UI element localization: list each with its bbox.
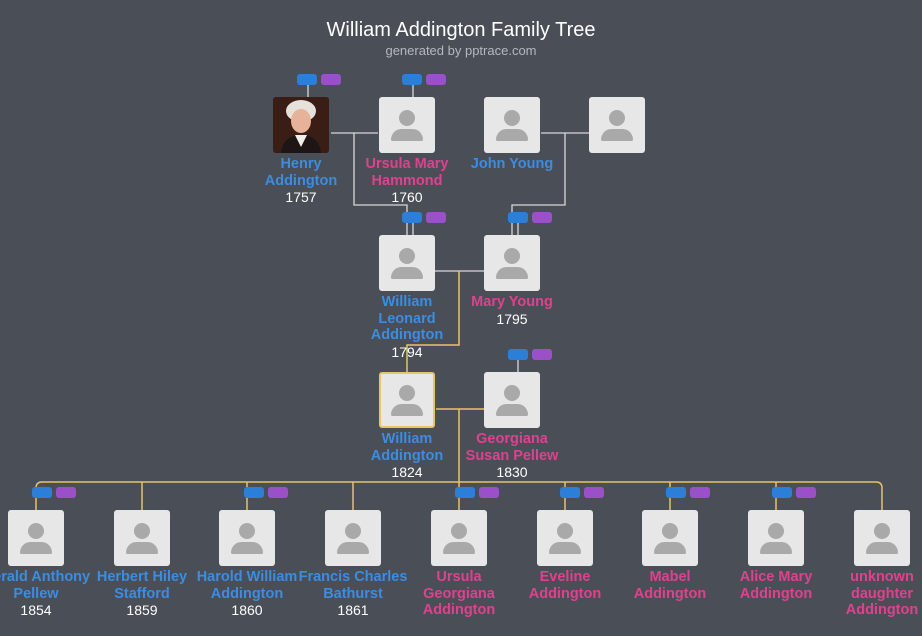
person-silhouette-icon[interactable]: [379, 97, 435, 153]
father-badge-icon[interactable]: [244, 487, 264, 498]
person-name: John Young: [470, 156, 554, 172]
child-node[interactable]: Eveline Addington: [510, 510, 620, 602]
person-name: William Addington: [370, 431, 444, 464]
person-georgiana-susan-pellew[interactable]: Georgiana Susan Pellew 1830: [457, 372, 567, 480]
parent-badges[interactable]: [32, 487, 78, 498]
person-silhouette-icon[interactable]: [484, 97, 540, 153]
portrait-icon: [273, 97, 329, 153]
person-year: 1860: [231, 602, 263, 618]
father-badge-icon[interactable]: [772, 487, 792, 498]
mother-badge-icon[interactable]: [690, 487, 710, 498]
child-node[interactable]: Ursula Georgiana Addington: [404, 510, 514, 619]
person-name: Mabel Addington: [633, 569, 707, 602]
person-silhouette-icon[interactable]: [379, 235, 435, 291]
person-silhouette-icon[interactable]: [589, 97, 645, 153]
child-node[interactable]: Harold William Addington 1860: [192, 510, 302, 618]
parent-badges[interactable]: [297, 74, 343, 85]
father-badge-icon[interactable]: [508, 349, 528, 360]
father-badge-icon[interactable]: [32, 487, 52, 498]
child-node[interactable]: Herbert Hiley Stafford 1859: [87, 510, 197, 618]
father-badge-icon[interactable]: [402, 74, 422, 85]
parent-badges[interactable]: [402, 74, 448, 85]
parent-badges[interactable]: [772, 487, 818, 498]
person-silhouette-icon[interactable]: [484, 372, 540, 428]
person-year: 1760: [391, 189, 423, 205]
person-mary-young[interactable]: Mary Young 1795: [457, 235, 567, 327]
person-john-young-spouse[interactable]: [562, 97, 672, 153]
person-silhouette-icon[interactable]: [642, 510, 698, 566]
person-year: 1794: [391, 343, 423, 360]
parent-badges[interactable]: [244, 487, 290, 498]
father-badge-icon[interactable]: [455, 487, 475, 498]
mother-badge-icon[interactable]: [532, 349, 552, 360]
child-node[interactable]: unknown daughter Addington: [827, 510, 922, 619]
person-silhouette-icon[interactable]: [484, 235, 540, 291]
person-name: Francis Charles Bathurst: [298, 569, 408, 602]
person-year: 1854: [20, 602, 52, 618]
parent-badges[interactable]: [560, 487, 606, 498]
person-year: 1824: [391, 464, 423, 480]
mother-badge-icon[interactable]: [426, 74, 446, 85]
person-year: 1795: [496, 310, 528, 327]
parent-badges[interactable]: [666, 487, 712, 498]
person-year: 1859: [126, 602, 158, 618]
father-badge-icon[interactable]: [560, 487, 580, 498]
child-node[interactable]: Mabel Addington: [615, 510, 725, 602]
person-name: Eveline Addington: [528, 569, 602, 602]
badge-stems: [307, 84, 519, 373]
person-silhouette-icon[interactable]: [854, 510, 910, 566]
page-subtitle: generated by pptrace.com: [385, 43, 537, 58]
father-badge-icon[interactable]: [508, 212, 528, 223]
person-name: Mary Young: [471, 294, 553, 310]
parent-badges[interactable]: [508, 349, 554, 360]
person-silhouette-icon[interactable]: [748, 510, 804, 566]
person-silhouette-icon[interactable]: [8, 510, 64, 566]
person-name: Ursula Georgiana Addington: [422, 569, 496, 618]
mother-badge-icon[interactable]: [426, 212, 446, 223]
person-name: Georgiana Susan Pellew: [465, 431, 559, 464]
person-william-addington-selected[interactable]: William Addington 1824: [352, 372, 462, 480]
person-john-young[interactable]: John Young: [457, 97, 567, 173]
person-silhouette-icon[interactable]: [325, 510, 381, 566]
person-year: 1757: [285, 189, 317, 205]
person-year: 1830: [496, 464, 528, 480]
mother-badge-icon[interactable]: [796, 487, 816, 498]
portrait-photo[interactable]: [273, 97, 329, 153]
mother-badge-icon[interactable]: [56, 487, 76, 498]
mother-badge-icon[interactable]: [479, 487, 499, 498]
parent-badges[interactable]: [455, 487, 501, 498]
person-name: Henry Addington: [264, 156, 338, 189]
person-name: William Leonard Addington: [370, 294, 444, 343]
mother-badge-icon[interactable]: [532, 212, 552, 223]
child-node[interactable]: Francis Charles Bathurst 1861: [298, 510, 408, 618]
mother-badge-icon[interactable]: [321, 74, 341, 85]
father-badge-icon[interactable]: [666, 487, 686, 498]
parent-badges[interactable]: [402, 212, 448, 223]
person-name: unknown daughter Addington: [845, 569, 919, 618]
person-name: Herbert Hiley Stafford: [96, 569, 188, 602]
parent-badges[interactable]: [508, 212, 554, 223]
father-badge-icon[interactable]: [402, 212, 422, 223]
person-silhouette-icon[interactable]: [114, 510, 170, 566]
person-silhouette-icon[interactable]: [431, 510, 487, 566]
person-william-leonard-addington[interactable]: William Leonard Addington 1794: [352, 235, 462, 360]
person-name: Alice Mary Addington: [739, 569, 813, 602]
mother-badge-icon[interactable]: [268, 487, 288, 498]
person-year: 1861: [337, 602, 369, 618]
descent-line-selected: [406, 271, 460, 373]
mother-badge-icon[interactable]: [584, 487, 604, 498]
person-name: Ursula Mary Hammond: [365, 156, 449, 189]
person-ursula-mary-hammond[interactable]: Ursula Mary Hammond 1760: [352, 97, 462, 205]
child-node[interactable]: Alice Mary Addington: [721, 510, 831, 602]
person-silhouette-icon[interactable]: [379, 372, 435, 428]
person-henry-addington[interactable]: Henry Addington 1757: [246, 97, 356, 205]
child-node[interactable]: Gerald Anthony Pellew 1854: [0, 510, 91, 618]
person-silhouette-icon[interactable]: [537, 510, 593, 566]
person-silhouette-icon[interactable]: [219, 510, 275, 566]
person-name: Gerald Anthony Pellew: [0, 569, 91, 602]
person-name: Harold William Addington: [196, 569, 298, 602]
page-title: William Addington Family Tree: [326, 19, 596, 41]
father-badge-icon[interactable]: [297, 74, 317, 85]
